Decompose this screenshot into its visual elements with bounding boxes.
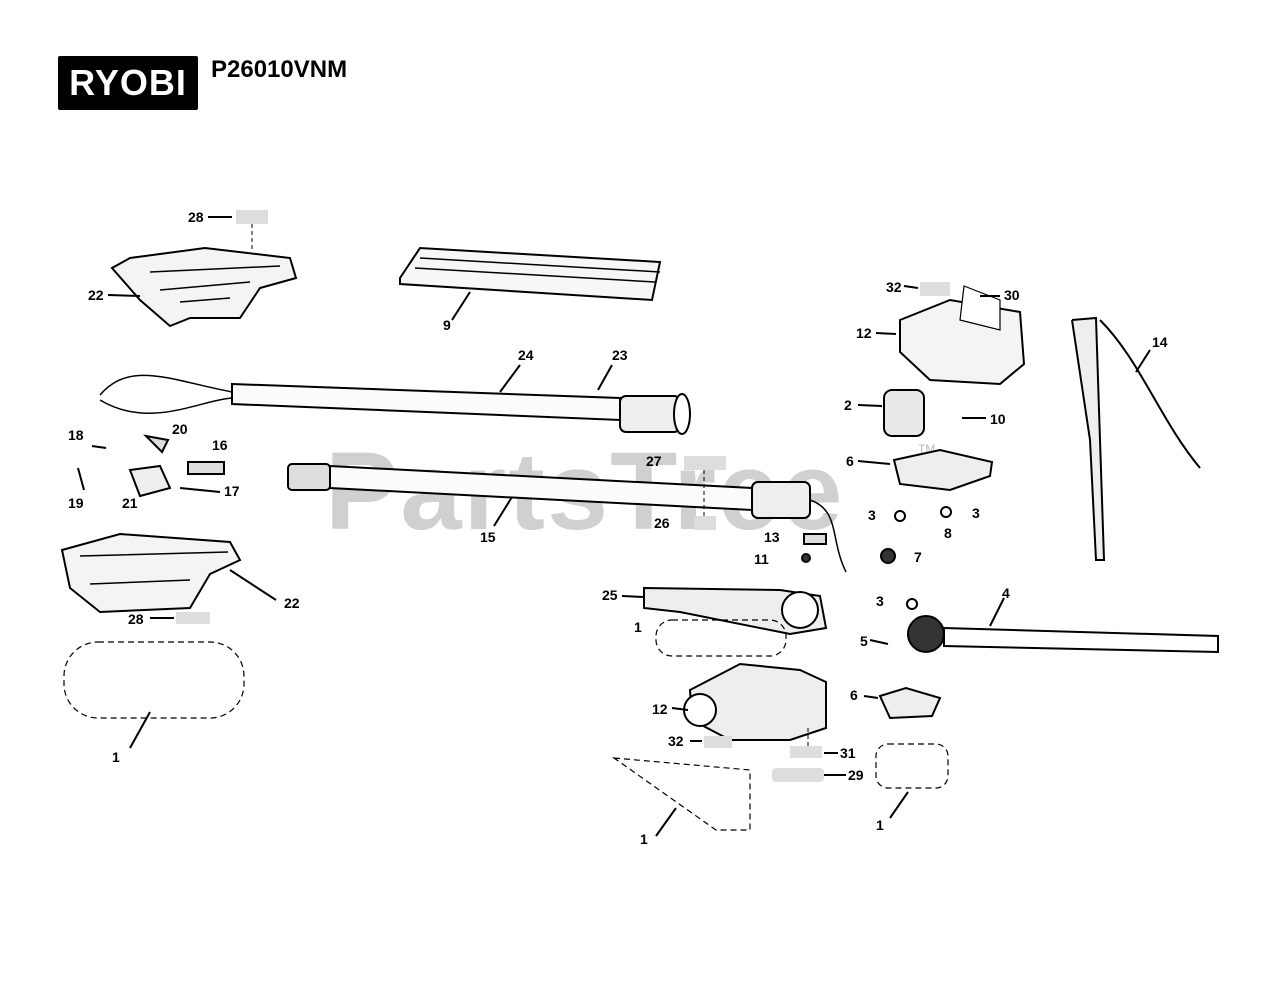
part-22-handle-housing-bottom [60,532,277,624]
callout-3c: 3 [876,593,884,609]
part-27-26-labels [684,456,726,530]
callout-3a: 3 [868,507,876,523]
callout-6a: 6 [846,453,854,469]
callout-3b: 3 [972,505,980,521]
part-6-lower-plate [863,686,942,720]
part-24-upper-pole [99,364,691,435]
callout-7: 7 [914,549,922,565]
parts-3-8-7-washers [880,506,952,610]
part-25-drive-handle [621,586,828,636]
callout-29: 29 [848,767,864,783]
callout-11: 11 [754,551,769,567]
callout-12a: 12 [856,325,872,341]
callout-9: 9 [443,317,451,333]
model-number: P26010VNM [211,56,348,83]
callout-14: 14 [1152,334,1168,350]
callout-19: 19 [68,495,84,511]
callout-23: 23 [612,347,628,363]
callout-32b: 32 [668,733,684,749]
part-15-lower-pole [287,463,847,573]
part-14-strap [1071,316,1201,561]
part-6-gear-plate [857,448,994,492]
callout-26: 26 [654,515,670,531]
callout-32a: 32 [886,279,902,295]
callout-6b: 6 [850,687,858,703]
part-13-11-connectors [801,533,827,563]
part-2-motor [857,389,986,437]
part-1-screws-left [63,641,245,749]
callout-13: 13 [764,529,780,545]
callout-1b: 1 [112,749,120,765]
callout-28b: 28 [128,611,144,627]
part-9-guard-rail [399,246,662,321]
part-1-screws-mid [655,619,787,657]
callout-1c: 1 [640,831,648,847]
callout-16: 16 [212,437,228,453]
callout-labels: 28 22 9 24 23 32 30 12 14 2 10 18 20 16 … [68,209,1168,847]
callout-2: 2 [844,397,852,413]
callout-1d: 1 [876,817,884,833]
callout-10: 10 [990,411,1006,427]
callout-31: 31 [840,745,856,761]
callout-24: 24 [518,347,534,363]
part-12-lower-gear-housing [671,662,827,748]
part-22-handle-housing-top [107,246,298,328]
part-12-30-head-housing [875,282,1026,386]
callout-12b: 12 [652,701,668,717]
callout-15: 15 [480,529,496,545]
ryobi-logo: RYOBI [58,56,198,110]
callout-8: 8 [944,525,952,541]
logo-text: RYOBI [69,62,187,103]
callout-21: 21 [122,495,138,511]
part-28-label-plate [208,210,268,252]
callout-5: 5 [860,633,868,649]
callout-30: 30 [1004,287,1020,303]
callout-27: 27 [646,453,662,469]
part-1-screws-bottom-right [875,743,949,819]
small-parts-left [77,434,225,498]
callout-18: 18 [68,427,84,443]
callout-25: 25 [602,587,618,603]
callout-22a: 22 [88,287,104,303]
callout-28a: 28 [188,209,204,225]
part-1-screws-bottom-mid [611,757,751,837]
callout-1a: 1 [634,619,642,635]
part-31-29-labels [772,728,846,782]
callout-4: 4 [1002,585,1010,601]
part-4-blade [869,597,1219,654]
callout-17: 17 [224,483,240,499]
callout-20: 20 [172,421,188,437]
callout-22b: 22 [284,595,300,611]
